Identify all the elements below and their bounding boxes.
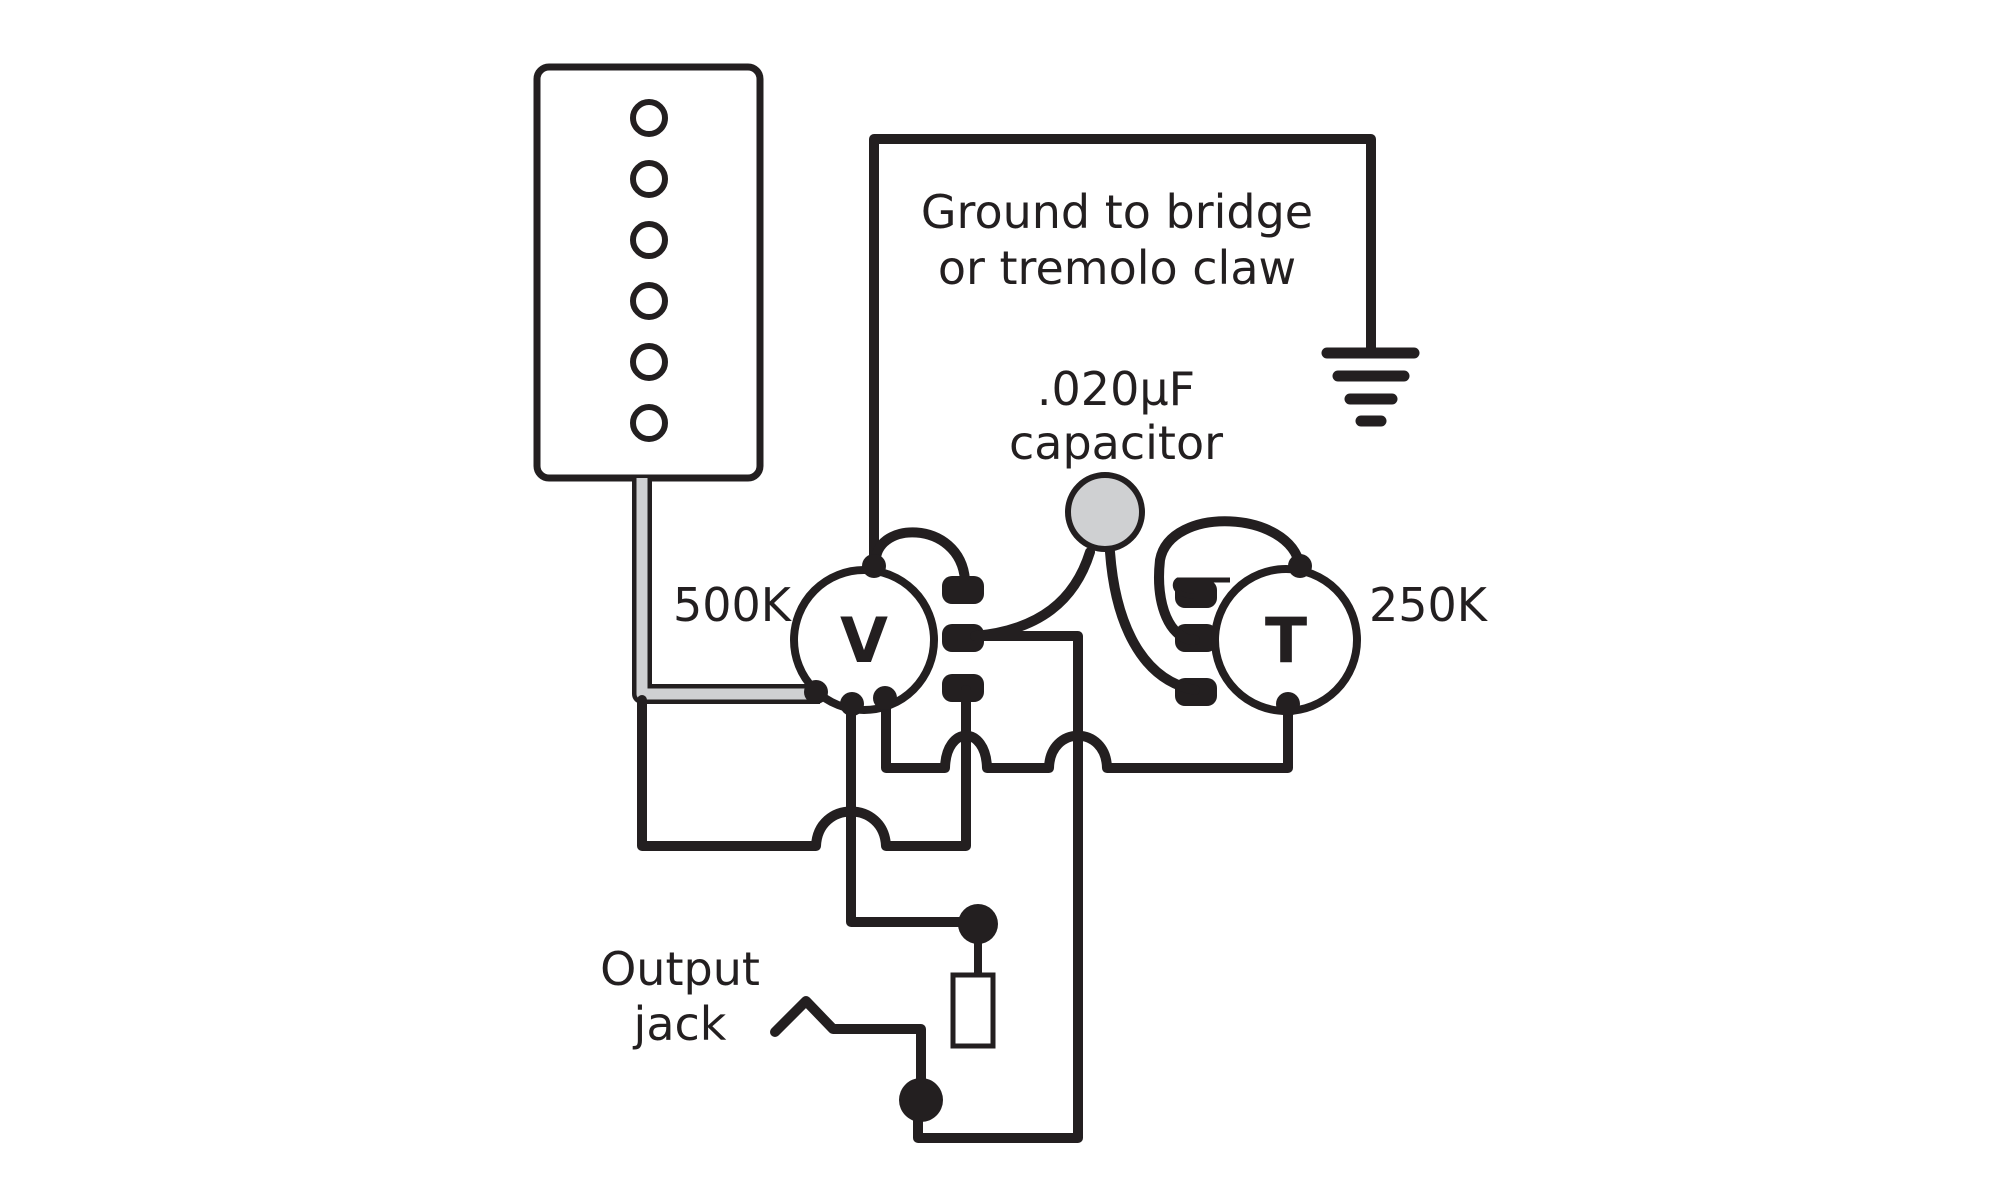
jack-tip-contact: [950, 972, 996, 1049]
pickup-lead-wire-core: [636, 478, 820, 700]
pole-piece: [630, 99, 668, 137]
capacitor-lead-tone: [1105, 547, 1200, 695]
ground-label-line1: Ground to bridge: [921, 185, 1313, 239]
volume-lug-jumper: [870, 527, 970, 585]
pole-piece: [630, 343, 668, 381]
capacitor: [1065, 472, 1145, 552]
tone-return-wire: [881, 695, 1293, 773]
jack-sleeve-lug: [899, 1078, 943, 1122]
jack-hot-wire: [846, 695, 982, 927]
jack-sleeve-spring: [770, 996, 926, 1105]
pickup: [533, 63, 764, 482]
output-jack: [770, 904, 998, 1122]
ground-label-line2: or tremolo claw: [938, 241, 1296, 295]
output-jack-label-line2: jack: [633, 997, 727, 1051]
output-jack-label-line1: Output: [600, 942, 760, 996]
capacitor-label-line2: capacitor: [1009, 416, 1223, 470]
pole-piece: [630, 160, 668, 198]
capacitor-label-line1: .020µF: [1037, 362, 1195, 416]
volume-pot: V: [790, 566, 938, 714]
capacitor-lead-volume: [970, 547, 1095, 641]
tone-pot-letter: T: [1265, 604, 1307, 677]
volume-pot-letter: V: [840, 604, 888, 677]
pole-piece: [630, 282, 668, 320]
tone-value-label: 250K: [1369, 578, 1489, 632]
tone-pot: T: [1211, 565, 1361, 715]
pot-ground-loop: [637, 685, 971, 851]
volume-value-label: 500K: [673, 578, 793, 632]
pole-piece: [630, 221, 668, 259]
bridge-ground-wire: [869, 134, 1376, 573]
tone-lug-loop: [1154, 516, 1305, 645]
solder-joints: [804, 554, 1312, 716]
ground-symbol: [1321, 347, 1420, 427]
pickup-pole-pieces: [630, 99, 668, 442]
pole-piece: [630, 404, 668, 442]
jack-ground-wire: [913, 631, 1083, 1143]
tone-lug-loop-inner: [1172, 577, 1230, 599]
